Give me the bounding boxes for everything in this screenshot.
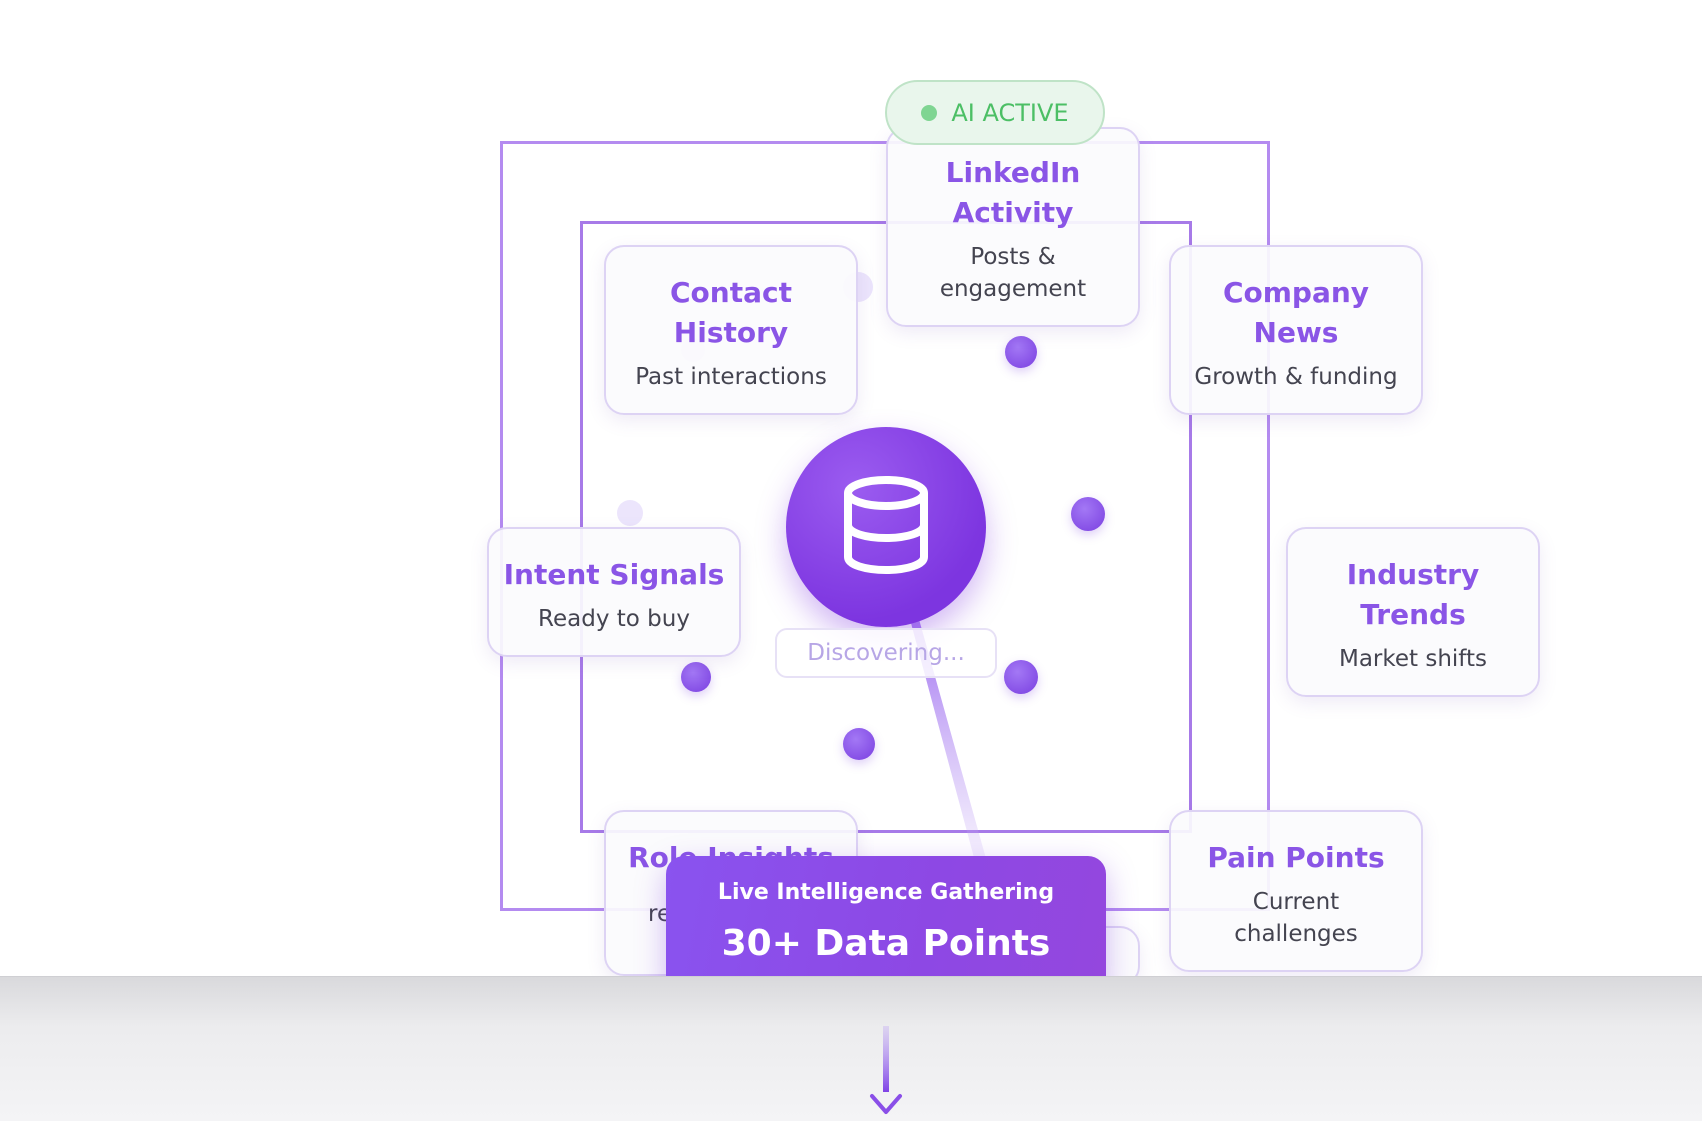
- summary-panel: Live Intelligence Gathering 30+ Data Poi…: [666, 856, 1106, 976]
- orbit-dot: [1005, 336, 1037, 368]
- card-intent-signals: Intent Signals Ready to buy: [487, 527, 741, 657]
- orbit-dot: [843, 728, 875, 760]
- central-hub: [786, 427, 986, 627]
- card-subtitle: re: [648, 901, 672, 927]
- orbit-dot: [1004, 660, 1038, 694]
- card-subtitle: Growth & funding: [1194, 364, 1398, 390]
- orbit-dot: [681, 662, 711, 692]
- card-title: LinkedIn Activity: [945, 156, 1081, 229]
- card-subtitle: Ready to buy: [538, 606, 690, 632]
- card-title: Industry Trends: [1346, 558, 1480, 631]
- discovering-status: Discovering...: [775, 628, 997, 678]
- card-company-news: Company News Growth & funding: [1169, 245, 1423, 415]
- ai-active-badge: AI ACTIVE: [885, 80, 1105, 145]
- scroll-section: [0, 976, 1702, 1121]
- card-subtitle: Posts & engagement: [939, 244, 1087, 302]
- card-linkedin-activity: LinkedIn Activity Posts & engagement: [886, 127, 1140, 327]
- orbit-dot: [1071, 497, 1105, 531]
- card-industry-trends: Industry Trends Market shifts: [1286, 527, 1540, 697]
- summary-label: Live Intelligence Gathering: [717, 880, 1055, 905]
- badge-label: AI ACTIVE: [951, 98, 1069, 127]
- arrow-down-icon[interactable]: [868, 1026, 904, 1120]
- card-title: Pain Points: [1207, 841, 1385, 874]
- card-subtitle: Market shifts: [1338, 646, 1488, 672]
- data-discovery-visual: Discovering... LinkedIn Activity Posts &…: [487, 80, 1540, 976]
- card-title: Company News: [1222, 276, 1370, 349]
- card-contact-history: Contact History Past interactions: [604, 245, 858, 415]
- orbit-dot: [617, 500, 643, 526]
- card-subtitle: Current challenges: [1234, 889, 1358, 947]
- card-subtitle: Past interactions: [635, 364, 827, 390]
- card-pain-points: Pain Points Current challenges: [1169, 810, 1423, 972]
- status-dot-icon: [921, 104, 938, 121]
- database-icon: [840, 475, 932, 579]
- card-title: Contact History: [670, 276, 792, 349]
- card-title: Intent Signals: [503, 558, 725, 591]
- summary-value: 30+ Data Points: [721, 923, 1051, 964]
